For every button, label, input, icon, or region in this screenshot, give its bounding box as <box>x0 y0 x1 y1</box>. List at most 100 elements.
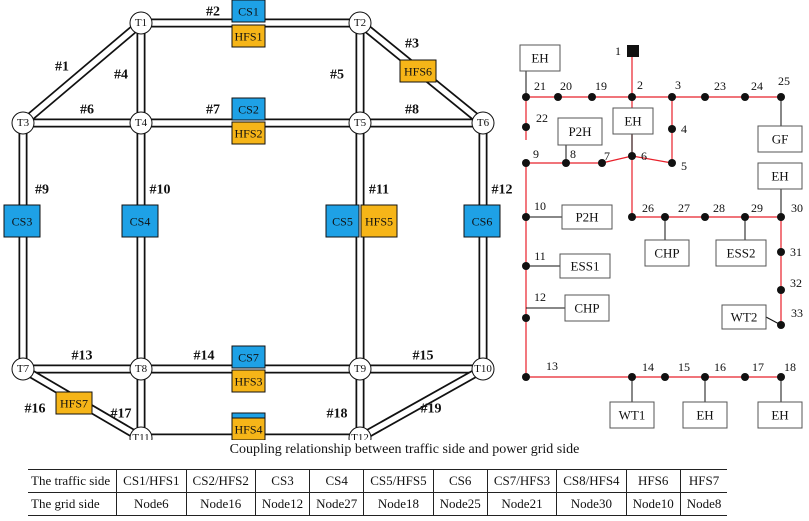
traffic-node-label: T7 <box>17 363 30 375</box>
grid-bus <box>668 159 676 167</box>
grid-bus-label: 24 <box>751 79 763 93</box>
grid-bus-label: 4 <box>681 122 687 136</box>
grid-device-box <box>559 253 611 279</box>
grid-bus-label: 5 <box>681 159 687 173</box>
table-cell: The traffic side <box>28 469 117 493</box>
grid-device-box <box>557 117 603 146</box>
table-cell: Node10 <box>625 492 681 516</box>
grid-bus-label: 33 <box>791 306 803 320</box>
traffic-edge-label: #13 <box>72 349 93 364</box>
table-cell: HFS6 <box>625 469 681 493</box>
table-cell: Node18 <box>363 492 434 516</box>
grid-device-box <box>757 401 803 429</box>
grid-device-box <box>721 304 767 330</box>
traffic-edge-label: #2 <box>206 5 220 20</box>
traffic-node-label: T9 <box>354 363 367 375</box>
table-cell: The grid side <box>28 492 117 516</box>
traffic-edge-label: #14 <box>194 349 215 364</box>
charging-station-box <box>325 204 360 238</box>
charging-station-box <box>3 204 41 238</box>
grid-bus <box>701 93 709 101</box>
table-cell: Node25 <box>432 492 488 516</box>
traffic-node-label: T5 <box>354 117 367 129</box>
traffic-node-label: T12 <box>351 432 369 440</box>
grid-bus <box>701 213 709 221</box>
grid-line <box>631 97 673 164</box>
table-cell: CS6 <box>432 469 488 493</box>
traffic-edge-label: #10 <box>150 183 171 198</box>
grid-device-box <box>682 401 728 429</box>
station-label: CS7 <box>238 351 259 365</box>
grid-device-box <box>612 107 654 135</box>
grid-bus-label: 21 <box>534 79 546 93</box>
coupling-table: The traffic side CS1/HFS1 CS2/HFS2 CS3 C… <box>28 469 728 516</box>
grid-bus-label: 7 <box>604 149 610 163</box>
grid-device-box <box>519 44 561 72</box>
grid-device-label: P2H <box>575 210 598 225</box>
charging-station-box <box>121 204 159 238</box>
grid-bus <box>668 93 676 101</box>
grid-bus <box>741 93 749 101</box>
hydrogen-station-box <box>231 369 266 393</box>
grid-bus-label: 12 <box>534 290 546 304</box>
grid-bus-label: 17 <box>752 360 764 374</box>
traffic-node <box>348 426 372 440</box>
table-cell: Node16 <box>185 492 256 516</box>
grid-device-label: WT1 <box>619 408 646 423</box>
traffic-edge-label: #11 <box>369 183 389 198</box>
table-row: The grid side Node6 Node16 Node12 Node27… <box>28 492 728 516</box>
device-connector <box>765 316 782 326</box>
grid-device-box <box>609 401 655 429</box>
grid-bus <box>741 373 749 381</box>
table-cell: CS3 <box>254 469 310 493</box>
grid-bus-label: 9 <box>533 147 539 161</box>
table-cell: Node6 <box>116 492 187 516</box>
traffic-node-label: T11 <box>132 432 149 440</box>
traffic-edge-label: #3 <box>405 37 419 52</box>
charging-station-box <box>463 204 501 238</box>
grid-bus <box>522 373 530 381</box>
traffic-node <box>11 357 35 381</box>
table-cell: CS4 <box>309 469 364 493</box>
grid-bus-label: 6 <box>641 149 647 163</box>
grid-device-label: EH <box>696 408 713 423</box>
road-fill <box>358 366 485 440</box>
traffic-edge-label: #8 <box>405 103 419 118</box>
substation-source <box>627 45 639 57</box>
traffic-edge-label: #17 <box>111 407 132 422</box>
charging-station-box <box>231 345 266 369</box>
table-cell: CS7/HFS3 <box>486 469 557 493</box>
table-cell: CS8/HFS4 <box>556 469 627 493</box>
grid-bus <box>554 93 562 101</box>
traffic-edge-labels: #1#2#3#4#5#6#7#8#9#10#11#12#13#14#15#16#… <box>25 5 513 422</box>
traffic-node-label: T1 <box>135 17 147 29</box>
grid-bus-label: 31 <box>790 245 802 259</box>
station-label: HFS7 <box>60 397 88 411</box>
grid-bus <box>661 373 669 381</box>
figure-caption: Coupling relationship between traffic si… <box>229 442 580 457</box>
station-label: HFS3 <box>234 375 262 389</box>
traffic-node-label: T3 <box>17 117 30 129</box>
traffic-edge-label: #19 <box>421 402 442 417</box>
station-label: HFS4 <box>234 423 262 437</box>
traffic-node <box>129 357 153 381</box>
table-cell: CS5/HFS5 <box>363 469 434 493</box>
traffic-node-label: T2 <box>354 17 366 29</box>
grid-bus <box>588 93 596 101</box>
station-label: HFS6 <box>404 65 432 79</box>
grid-bus-label: 32 <box>790 276 802 290</box>
grid-device-box <box>644 239 690 267</box>
station-label: CS5 <box>332 215 353 229</box>
table-cell: Node30 <box>556 492 627 516</box>
grid-bus-label: 8 <box>570 147 576 161</box>
grid-device-box <box>564 294 610 322</box>
table-cell: Node12 <box>254 492 310 516</box>
traffic-edge-label: #12 <box>492 183 513 198</box>
traffic-node <box>348 357 372 381</box>
hydrogen-station-box <box>231 121 266 145</box>
grid-device-label: CHP <box>574 301 599 316</box>
